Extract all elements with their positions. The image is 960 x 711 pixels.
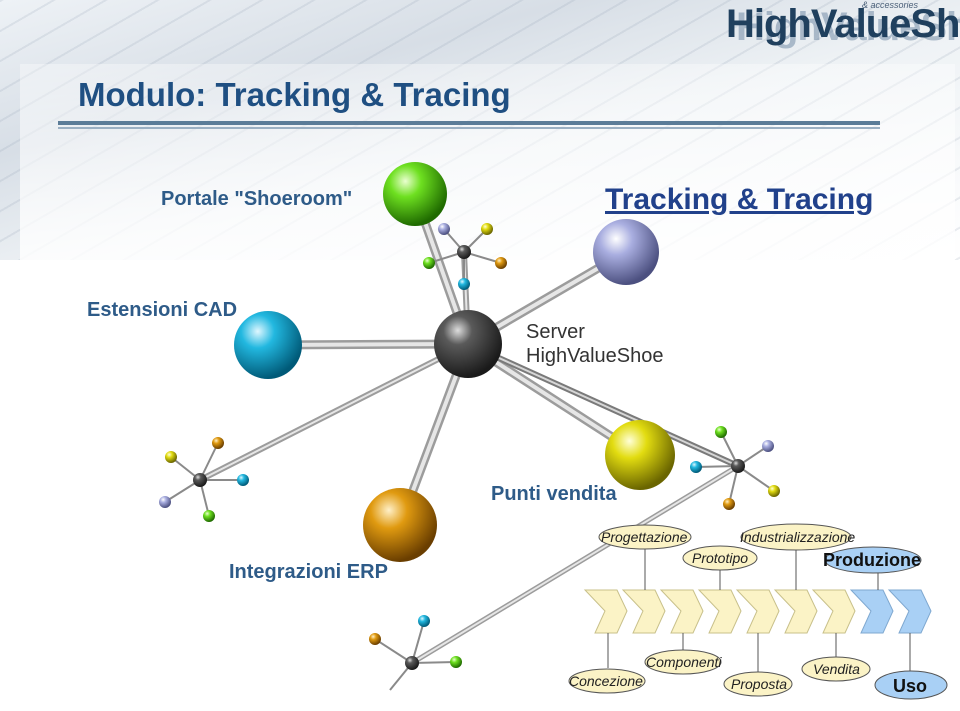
mini-sphere: [450, 656, 462, 668]
chevron: [697, 589, 742, 634]
label-erp: Integrazioni ERP: [229, 561, 388, 583]
chevron: [735, 589, 780, 634]
phase-progettazione: Progettazione: [601, 529, 688, 545]
logo-shadow: HighValueShoe: [736, 5, 960, 49]
phase-industrializzazione: Industrializzazione: [740, 529, 856, 545]
sphere-portale: [383, 162, 447, 226]
chevron: [583, 589, 628, 634]
bubble-industrializzazione: [740, 523, 852, 551]
phase-connectors: [607, 545, 911, 672]
sphere-erp: [363, 488, 437, 562]
bubble-componenti: [644, 649, 722, 675]
bubble-prototipo: [682, 545, 758, 571]
phase-uso: Uso: [893, 676, 928, 696]
label-cad: Estensioni CAD: [87, 299, 238, 321]
bubble-produzione: [824, 546, 922, 574]
title-divider-thin: [58, 127, 880, 129]
phase-produzione: Produzione: [823, 550, 921, 570]
logo-tagline: & accessories: [862, 0, 919, 10]
mini-sphere: [715, 426, 727, 438]
mini-hub-center: [405, 656, 419, 670]
label-server-line1: Server: [526, 321, 585, 343]
mini-hub-center: [457, 245, 471, 259]
lifecycle-chevrons: [583, 589, 932, 634]
phase-concezione: Concezione: [569, 673, 643, 689]
mini-sphere: [495, 257, 507, 269]
phase-prototipo: Prototipo: [692, 550, 749, 566]
bubble-progettazione: [598, 524, 692, 550]
chevron: [811, 589, 856, 634]
sphere-server: [434, 310, 502, 378]
page-title: Modulo: Tracking & Tracing: [78, 76, 511, 113]
label-tracking: Tracking & Tracing: [605, 183, 874, 216]
mini-sphere: [768, 485, 780, 497]
label-vendita: Punti vendita: [491, 483, 617, 505]
chevron-active: [849, 589, 894, 634]
mini-sphere: [203, 510, 215, 522]
logo-text: HighValueShoe: [726, 2, 960, 46]
mini-sphere: [423, 257, 435, 269]
sphere-tracking: [593, 219, 659, 285]
mini-sphere: [458, 278, 470, 290]
label-portale: Portale "Shoeroom": [161, 188, 353, 210]
title-divider: [58, 121, 880, 125]
mini-sphere: [481, 223, 493, 235]
mini-sphere: [762, 440, 774, 452]
mini-sphere: [369, 633, 381, 645]
mini-hub-center: [731, 459, 745, 473]
phase-componenti: Componenti: [646, 654, 722, 670]
chevron-active: [887, 589, 932, 634]
chevron: [659, 589, 704, 634]
mini-sphere: [159, 496, 171, 508]
mini-sphere: [237, 474, 249, 486]
mini-sphere: [723, 498, 735, 510]
chevron: [773, 589, 818, 634]
bubble-uso: [874, 670, 948, 700]
sphere-vendita: [605, 420, 675, 490]
bubble-vendita: [801, 656, 871, 682]
chevron: [621, 589, 666, 634]
phase-proposta: Proposta: [731, 676, 788, 692]
label-server-line2: HighValueShoe: [526, 345, 664, 367]
mini-sphere: [165, 451, 177, 463]
mini-hub-bottom: [374, 620, 457, 691]
mini-sphere: [418, 615, 430, 627]
sphere-cad: [234, 311, 302, 379]
bubble-proposta: [723, 671, 793, 697]
mini-sphere: [690, 461, 702, 473]
phase-vendita: Vendita: [813, 661, 860, 677]
mini-sphere: [212, 437, 224, 449]
mini-sphere: [438, 223, 450, 235]
mini-hub-center: [193, 473, 207, 487]
bubble-concezione: [568, 668, 646, 694]
